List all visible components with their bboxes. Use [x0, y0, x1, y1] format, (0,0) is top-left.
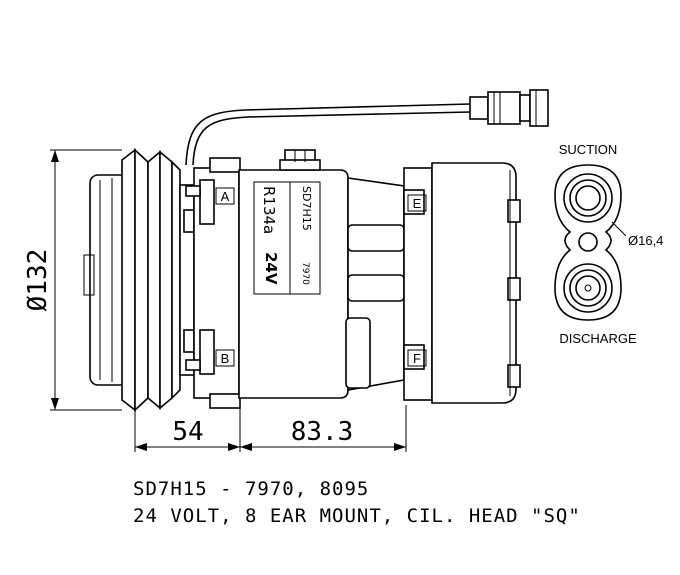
service-port [279, 149, 321, 171]
letter-f: F [413, 351, 421, 366]
rear-head [403, 162, 521, 404]
center-bolt-hole [578, 232, 598, 252]
discharge-port [563, 263, 613, 313]
model-stamp: SD7H15 [300, 186, 313, 231]
clutch-wire [185, 103, 471, 166]
suction-port [563, 173, 613, 223]
suction-label: SUCTION [559, 142, 618, 157]
main-body [238, 169, 349, 399]
letter-b: B [221, 351, 230, 366]
refrigerant-stamp: R134a [260, 186, 278, 234]
caption-model-line: SD7H15 - 7970, 8095 [133, 478, 370, 500]
caption-spec-line: 24 VOLT, 8 EAR MOUNT, CIL. HEAD "SQ" [133, 505, 581, 527]
mid-section [345, 177, 405, 391]
voltage-stamp: 24V [262, 252, 280, 285]
length-dimension-lines [134, 405, 407, 452]
part-number-stamp: 7970 [300, 262, 310, 285]
pulley-length-dimension: 54 [172, 417, 203, 447]
wire-connector [469, 89, 549, 127]
port-diameter-leader [611, 221, 627, 237]
port-diameter-label: Ø16,4 [628, 233, 663, 248]
diameter-dimension: Ø132 [23, 249, 53, 312]
pulley [83, 148, 195, 412]
body-length-dimension: 83.3 [291, 417, 354, 447]
letter-e: E [413, 196, 422, 211]
diameter-dimension-lines [50, 149, 122, 411]
discharge-label: DISCHARGE [559, 331, 637, 346]
letter-a: A [221, 189, 230, 204]
front-housing [185, 157, 241, 409]
